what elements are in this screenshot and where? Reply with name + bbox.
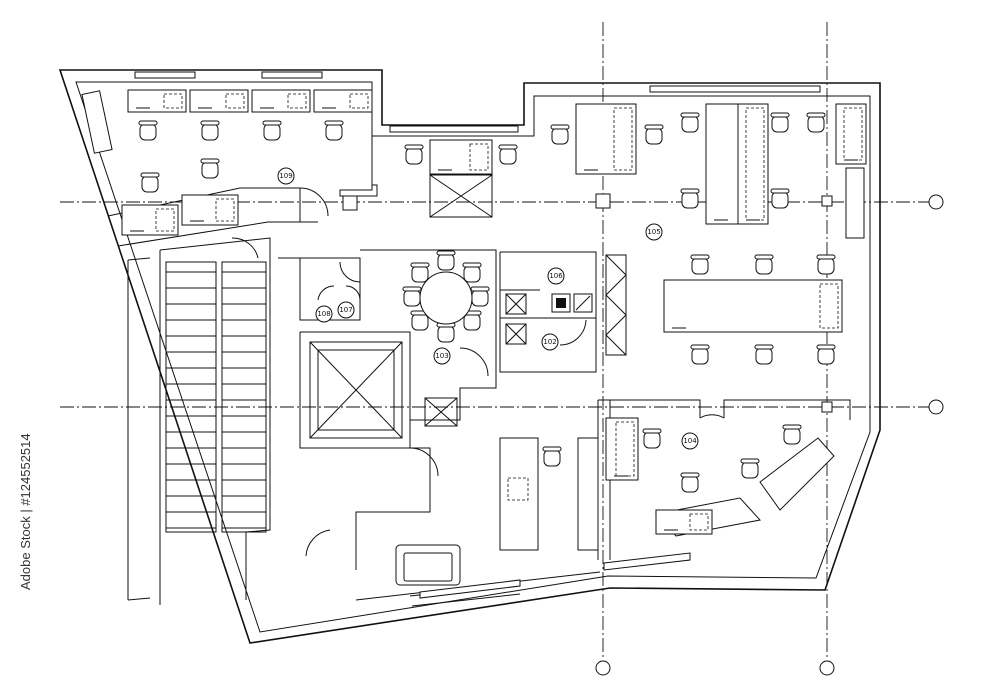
chair bbox=[690, 254, 710, 275]
room-tag-107: 107 bbox=[337, 301, 355, 319]
chair bbox=[462, 262, 482, 283]
chair bbox=[806, 112, 826, 133]
interior-partitions bbox=[107, 187, 851, 607]
room-label: 103 bbox=[435, 352, 448, 360]
chair bbox=[436, 322, 456, 343]
chair bbox=[498, 144, 518, 165]
chair bbox=[690, 344, 710, 365]
chair bbox=[680, 472, 700, 493]
chair bbox=[402, 286, 422, 307]
room-tags: 109 108 107 106 105 103 102 104 bbox=[277, 167, 699, 450]
kitchen bbox=[551, 293, 593, 313]
chair bbox=[754, 344, 774, 365]
desk bbox=[313, 89, 373, 113]
stairs bbox=[165, 261, 267, 533]
room-tag-106: 106 bbox=[547, 267, 565, 285]
chair bbox=[816, 344, 836, 365]
room-label: 108 bbox=[317, 310, 330, 318]
chair bbox=[200, 120, 220, 141]
desk bbox=[835, 103, 867, 165]
sofa bbox=[395, 544, 461, 586]
axis-bubble bbox=[819, 660, 835, 676]
chair bbox=[770, 188, 790, 209]
chair bbox=[324, 120, 344, 141]
chair bbox=[262, 120, 282, 141]
chair bbox=[680, 112, 700, 133]
meeting-table bbox=[419, 271, 473, 325]
stock-id-text: Adobe Stock | #124552514 bbox=[18, 433, 33, 590]
chair bbox=[410, 262, 430, 283]
room-label: 104 bbox=[683, 437, 697, 445]
reception-desks bbox=[499, 437, 599, 551]
chair bbox=[770, 112, 790, 133]
chair bbox=[550, 124, 570, 145]
room-label: 102 bbox=[543, 338, 556, 346]
shafts bbox=[424, 174, 627, 427]
room-tag-109: 109 bbox=[277, 167, 295, 185]
desk bbox=[655, 509, 713, 535]
room-tag-105: 105 bbox=[645, 223, 663, 241]
chair bbox=[680, 188, 700, 209]
chair bbox=[470, 286, 490, 307]
outer-walls bbox=[58, 69, 881, 644]
chair bbox=[436, 250, 456, 271]
axis-bubble bbox=[928, 399, 944, 415]
chair bbox=[200, 158, 220, 179]
desk bbox=[181, 194, 239, 226]
chair bbox=[542, 446, 562, 467]
furniture bbox=[121, 89, 867, 537]
chair bbox=[782, 424, 802, 445]
columns bbox=[342, 193, 833, 413]
desk bbox=[429, 139, 493, 175]
room-tag-103: 103 bbox=[433, 347, 451, 365]
chair bbox=[754, 254, 774, 275]
room-tag-104: 104 bbox=[681, 432, 699, 450]
chair bbox=[644, 124, 664, 145]
desk bbox=[121, 204, 179, 236]
chair bbox=[642, 428, 662, 449]
axis-bubble bbox=[928, 194, 944, 210]
room-label: 106 bbox=[549, 272, 563, 280]
desk bbox=[605, 417, 639, 481]
room-tag-108: 108 bbox=[315, 305, 333, 323]
desk bbox=[189, 89, 249, 113]
chair bbox=[740, 458, 760, 479]
desk bbox=[251, 89, 311, 113]
chair bbox=[404, 144, 424, 165]
elevator bbox=[309, 341, 403, 439]
desk bbox=[737, 103, 769, 225]
room-label: 107 bbox=[339, 306, 352, 314]
room-tag-102: 102 bbox=[541, 333, 559, 351]
windows bbox=[81, 71, 821, 599]
chair bbox=[140, 172, 160, 193]
desk bbox=[663, 279, 843, 333]
axis-bubble bbox=[595, 660, 611, 676]
desk bbox=[575, 103, 637, 175]
grid-axes bbox=[60, 22, 944, 676]
room-label: 109 bbox=[279, 172, 292, 180]
chair bbox=[816, 254, 836, 275]
doors bbox=[231, 187, 725, 557]
chair bbox=[138, 120, 158, 141]
room-label: 105 bbox=[647, 228, 660, 236]
desk bbox=[127, 89, 187, 113]
